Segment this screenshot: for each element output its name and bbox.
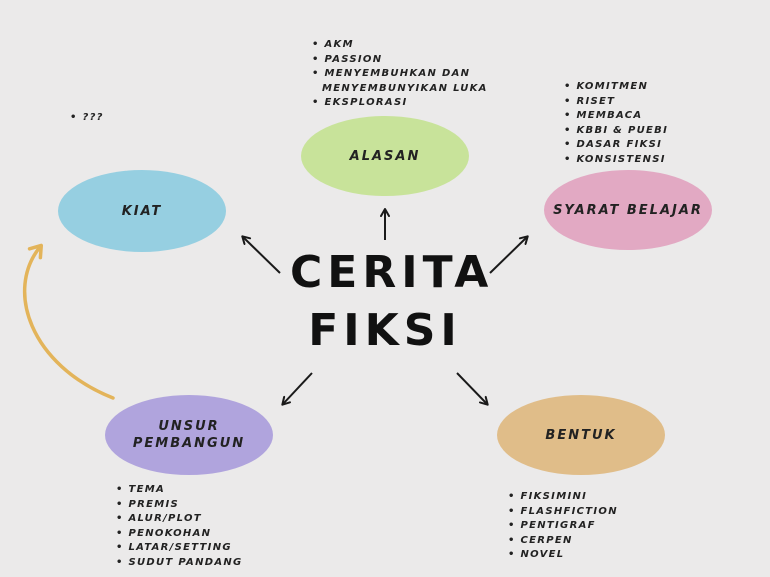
list-item: MENYEMBUNYIKAN LUKA — [322, 82, 488, 94]
list-item: LATAR/SETTING — [116, 541, 243, 556]
list-item: KBBI & PUEBI — [564, 124, 668, 139]
arrow-to-bentuk — [456, 372, 489, 406]
list-item: MENYEMBUHKAN DAN — [312, 67, 488, 82]
notes-unsur-pembangun: TEMA PREMIS ALUR/PLOT PENOKOHAN LATAR/SE… — [116, 483, 243, 570]
list-item: PASSION — [312, 53, 488, 68]
list-item: FIKSIMINI — [508, 490, 618, 505]
list-item: FLASHFICTION — [508, 505, 618, 520]
list-item: PREMIS — [116, 498, 243, 513]
central-topic-line2: FIKSI — [308, 305, 462, 356]
notes-syarat-belajar: KOMITMEN RISET MEMBACA KBBI & PUEBI DASA… — [564, 80, 668, 167]
node-syarat-belajar-label: SYARAT BELAJAR — [553, 202, 703, 218]
list-item: MEMBACA — [564, 109, 668, 124]
node-alasan: ALASAN — [301, 116, 469, 196]
node-unsur-label-line2: PEMBANGUN — [132, 436, 246, 451]
node-alasan-label: ALASAN — [349, 148, 421, 164]
node-kiat: KIAT — [58, 170, 226, 252]
arrow-to-kiat — [241, 235, 281, 274]
list-item: AKM — [312, 38, 488, 53]
list-item: ALUR/PLOT — [116, 512, 243, 527]
node-syarat-belajar: SYARAT BELAJAR — [544, 170, 712, 250]
list-item: ??? — [70, 111, 104, 126]
list-item: RISET — [564, 95, 668, 110]
notes-alasan: AKM PASSION MENYEMBUHKAN DAN MENYEMBUNYI… — [312, 38, 488, 111]
arrow-to-syarat-belajar — [489, 235, 529, 274]
list-item: NOVEL — [508, 548, 618, 563]
list-item: KOMITMEN — [564, 80, 668, 95]
notes-bentuk: FIKSIMINI FLASHFICTION PENTIGRAF CERPEN … — [508, 490, 618, 563]
list-item: TEMA — [116, 483, 243, 498]
arrow-to-unsur-pembangun — [281, 372, 313, 406]
central-topic-line1: CERITA — [290, 247, 494, 298]
list-item: EKSPLORASI — [312, 96, 488, 111]
node-unsur-label-line1: UNSUR — [158, 419, 220, 434]
node-unsur-pembangun: UNSUR PEMBANGUN — [105, 395, 273, 475]
node-bentuk-label: BENTUK — [545, 427, 617, 443]
list-item: KONSISTENSI — [564, 153, 668, 168]
central-topic: CERITA FIKSI — [290, 244, 494, 360]
list-item: SUDUT PANDANG — [116, 556, 243, 571]
list-item: PENOKOHAN — [116, 527, 243, 542]
node-kiat-label: KIAT — [121, 203, 163, 219]
notes-kiat: ??? — [70, 111, 104, 126]
list-item: DASAR FIKSI — [564, 138, 668, 153]
curved-arrow-unsur-to-kiat — [23, 243, 115, 400]
list-item: PENTIGRAF — [508, 519, 618, 534]
node-bentuk: BENTUK — [497, 395, 665, 475]
list-item: CERPEN — [508, 534, 618, 549]
